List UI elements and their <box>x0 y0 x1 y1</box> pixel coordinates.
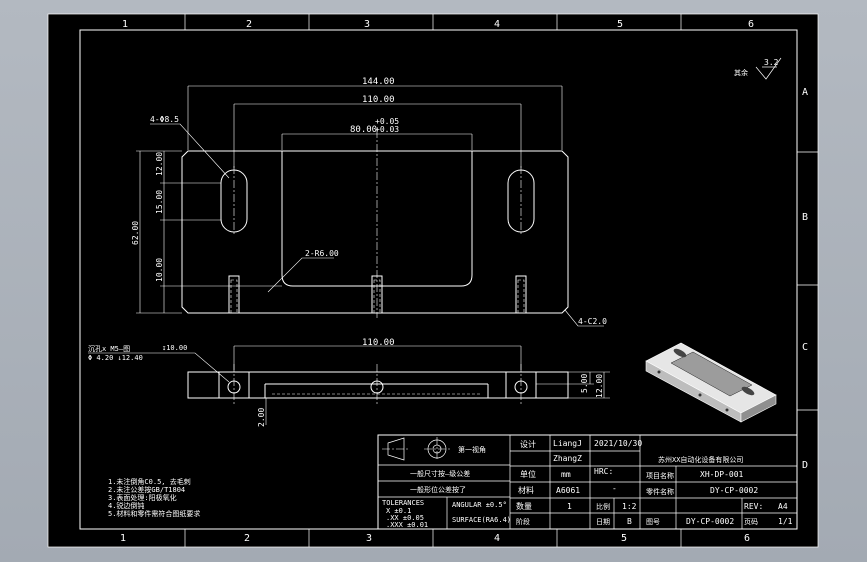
svg-text:XH-DP-001: XH-DP-001 <box>700 470 744 479</box>
svg-text:.XX ±0.05: .XX ±0.05 <box>386 514 424 522</box>
svg-text:-: - <box>612 484 617 493</box>
roughness-symbol: 其余 3.2 <box>734 57 782 80</box>
svg-text:沉孔x M5—图: 沉孔x M5—图 <box>88 345 130 353</box>
svg-text:零件名称: 零件名称 <box>646 487 674 496</box>
svg-text:X ±0.1: X ±0.1 <box>386 507 411 515</box>
isometric-view <box>645 342 777 423</box>
svg-text:DY-CP-0002: DY-CP-0002 <box>686 517 734 526</box>
svg-text:页码: 页码 <box>744 518 758 526</box>
svg-text:ANGULAR ±0.5°: ANGULAR ±0.5° <box>452 501 507 509</box>
svg-text:阶段: 阶段 <box>516 517 530 526</box>
sheet-background <box>48 14 818 547</box>
svg-text:第一视角: 第一视角 <box>458 445 486 454</box>
zone-col-4: 4 <box>494 19 500 30</box>
svg-text:+0.03: +0.03 <box>375 125 399 134</box>
svg-text:A6061: A6061 <box>556 486 580 495</box>
zone-col-2: 2 <box>246 19 252 30</box>
svg-text:10.00: 10.00 <box>155 258 164 282</box>
svg-text:日期: 日期 <box>596 518 610 526</box>
svg-text:1/1: 1/1 <box>778 517 793 526</box>
svg-text:12.00: 12.00 <box>155 152 164 176</box>
svg-text:4-Φ8.5: 4-Φ8.5 <box>150 115 179 124</box>
svg-text:80.00: 80.00 <box>350 125 377 135</box>
first-angle-projection-icon <box>382 437 450 461</box>
svg-text:一般尺寸按—级公差: 一般尺寸按—级公差 <box>410 469 470 478</box>
zone-col-1-bottom: 1 <box>120 533 126 544</box>
front-view: 110.00 沉孔x M5—图 Φ 4.20 ↓12.40 ↧10.00 5.0… <box>88 338 610 427</box>
svg-text:.XXX ±0.01: .XXX ±0.01 <box>386 521 428 529</box>
zone-col-6: 6 <box>748 19 754 30</box>
svg-text:LiangJ: LiangJ <box>553 439 582 448</box>
svg-text:+0.05: +0.05 <box>375 117 399 126</box>
svg-text:2.00: 2.00 <box>257 408 266 427</box>
zone-col-3: 3 <box>364 19 370 30</box>
svg-text:mm: mm <box>561 470 571 479</box>
svg-text:A4: A4 <box>778 502 788 511</box>
svg-text:SURFACE(RA6.4): SURFACE(RA6.4) <box>452 516 511 524</box>
svg-text:ZhangZ: ZhangZ <box>553 454 582 463</box>
svg-text:15.00: 15.00 <box>155 190 164 214</box>
svg-text:图号: 图号 <box>646 518 660 526</box>
zone-row-a: A <box>802 87 808 98</box>
zone-col-4-bottom: 4 <box>494 533 500 544</box>
svg-text:1: 1 <box>567 502 572 511</box>
top-view: 144.00 110.00 +0.05 80.00 +0.03 4-Φ8.5 6… <box>131 77 607 327</box>
svg-text:材料: 材料 <box>518 485 534 495</box>
zone-ticks <box>184 14 818 547</box>
svg-text:4.锐边倒钝: 4.锐边倒钝 <box>108 501 144 510</box>
zone-col-5: 5 <box>617 19 623 30</box>
svg-text:↧10.00: ↧10.00 <box>162 344 187 352</box>
svg-text:苏州XX自动化设备有限公司: 苏州XX自动化设备有限公司 <box>658 455 743 464</box>
svg-text:B: B <box>627 517 632 526</box>
front-outline <box>187 371 569 399</box>
svg-text:3.表面处理:阳极氧化: 3.表面处理:阳极氧化 <box>108 493 177 502</box>
svg-text:1.未注倒角C0.5, 去毛刺: 1.未注倒角C0.5, 去毛刺 <box>108 477 191 486</box>
title-block: 第一视角 一般尺寸按—级公差 一般形位公差按了 TOLERANCES X ±0.… <box>377 434 798 530</box>
zone-col-2-bottom: 2 <box>244 533 250 544</box>
svg-text:一般形位公差按了: 一般形位公差按了 <box>410 485 466 494</box>
svg-text:Φ 4.20 ↓12.40: Φ 4.20 ↓12.40 <box>88 354 143 362</box>
svg-text:数量: 数量 <box>516 501 532 511</box>
svg-text:4-C2.0: 4-C2.0 <box>578 317 607 326</box>
svg-text:2.未注公差按GB/T1804: 2.未注公差按GB/T1804 <box>108 485 185 494</box>
svg-text:1:2: 1:2 <box>622 502 637 511</box>
svg-text:5.材料和零件需符合图纸要求: 5.材料和零件需符合图纸要求 <box>108 509 200 518</box>
zone-row-d: D <box>802 460 808 471</box>
zone-col-5-bottom: 5 <box>621 533 627 544</box>
technical-notes: 1.未注倒角C0.5, 去毛刺 2.未注公差按GB/T1804 3.表面处理:阳… <box>108 477 200 518</box>
svg-text:比例: 比例 <box>596 502 610 511</box>
svg-text:HRC:: HRC: <box>594 467 613 476</box>
zone-col-6-bottom: 6 <box>744 533 750 544</box>
svg-text:2-R6.00: 2-R6.00 <box>305 249 339 258</box>
zone-col-1: 1 <box>122 19 128 30</box>
zone-row-c: C <box>802 342 808 353</box>
svg-text:110.00: 110.00 <box>362 338 395 348</box>
svg-text:DY-CP-0002: DY-CP-0002 <box>710 486 758 495</box>
svg-text:REV:: REV: <box>744 502 763 511</box>
svg-text:62.00: 62.00 <box>131 221 140 245</box>
svg-text:项目名称: 项目名称 <box>646 471 674 480</box>
plate-outline <box>181 150 569 314</box>
svg-text:144.00: 144.00 <box>362 77 395 87</box>
svg-text:设计: 设计 <box>520 439 536 449</box>
svg-text:5.00: 5.00 <box>580 374 589 393</box>
svg-text:2021/10/30: 2021/10/30 <box>594 439 642 448</box>
svg-text:110.00: 110.00 <box>362 95 395 105</box>
svg-text:单位: 单位 <box>520 469 536 479</box>
zone-col-3-bottom: 3 <box>366 533 372 544</box>
svg-text:其余: 其余 <box>734 68 748 77</box>
zone-row-b: B <box>802 212 808 223</box>
svg-text:12.00: 12.00 <box>595 374 604 398</box>
svg-text:3.2: 3.2 <box>764 58 779 67</box>
svg-text:TOLERANCES: TOLERANCES <box>382 499 424 507</box>
